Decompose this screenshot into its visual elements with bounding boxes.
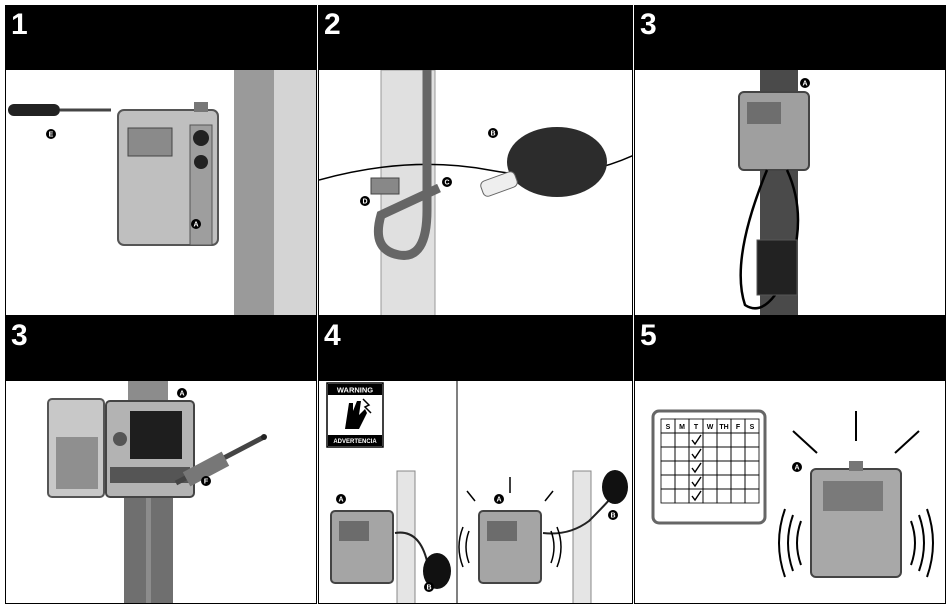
- calendar-day-label: TH: [719, 424, 728, 431]
- step-illustration: E A: [6, 70, 316, 315]
- svg-text:C: C: [444, 180, 449, 187]
- step-header: 1: [6, 6, 316, 70]
- step-panel-2: 2 B C D: [318, 5, 633, 316]
- callout-a: A: [792, 462, 802, 472]
- step-panel-5: 5 S M T W TH F S A: [634, 316, 946, 604]
- warning-title: WARNING: [337, 386, 373, 395]
- svg-text:A: A: [179, 391, 184, 398]
- callout-c: C: [442, 177, 452, 187]
- svg-text:B: B: [490, 131, 495, 138]
- calendar-day-label: M: [679, 424, 685, 431]
- controller-box-alarm: [479, 511, 541, 583]
- callout-b: B: [424, 582, 434, 592]
- svg-text:E: E: [49, 132, 54, 139]
- controller-box: [118, 102, 218, 245]
- svg-text:A: A: [193, 222, 198, 229]
- callout-a: A: [800, 78, 810, 88]
- step-number: 2: [324, 8, 341, 42]
- sensor-icon: [602, 470, 628, 504]
- calendar-day-label: S: [750, 424, 755, 431]
- wall-post: [234, 70, 274, 316]
- svg-text:A: A: [496, 497, 501, 504]
- step-panel-3b: 3 A F: [5, 316, 317, 604]
- step-number: 3: [640, 8, 657, 42]
- step-panel-4: 4 WARNING ADVERTENCIA A B: [318, 316, 633, 604]
- calendar-day-label: W: [707, 424, 714, 431]
- step-header: 3: [635, 6, 945, 70]
- open-box-lid: [48, 399, 104, 497]
- calendar-day-label: S: [666, 424, 671, 431]
- step-number: 3: [11, 319, 28, 353]
- pipe: [573, 471, 591, 604]
- controller-box: [331, 511, 393, 583]
- step-illustration: WARNING ADVERTENCIA A B: [319, 381, 632, 603]
- step-header: 5: [635, 317, 945, 381]
- callout-b: B: [608, 510, 618, 520]
- svg-text:A: A: [794, 465, 799, 472]
- controller-box: [739, 92, 809, 170]
- warning-subtitle: ADVERTENCIA: [333, 439, 377, 445]
- warning-sign: WARNING ADVERTENCIA: [327, 383, 383, 447]
- callout-b: B: [488, 128, 498, 138]
- step-header: 2: [319, 6, 632, 70]
- svg-text:A: A: [338, 497, 343, 504]
- step-number: 5: [640, 319, 657, 353]
- screwdriver-icon: [8, 104, 111, 116]
- svg-text:B: B: [426, 585, 431, 592]
- callout-a: A: [177, 388, 187, 398]
- svg-text:D: D: [362, 199, 367, 206]
- step-header: 4: [319, 317, 632, 381]
- step-header: 3: [6, 317, 316, 381]
- clip: [371, 178, 399, 194]
- callout-a: A: [191, 219, 201, 229]
- pipe: [397, 471, 415, 604]
- step-number: 4: [324, 319, 341, 353]
- step-illustration: A: [635, 70, 945, 315]
- svg-text:B: B: [610, 513, 615, 520]
- callout-a: A: [494, 494, 504, 504]
- callout-a: A: [336, 494, 346, 504]
- callout-e: E: [46, 129, 56, 139]
- svg-text:F: F: [204, 479, 209, 486]
- step-number: 1: [11, 8, 28, 42]
- outlet: [757, 240, 797, 295]
- step-illustration: A F: [6, 381, 316, 603]
- callout-f: F: [201, 476, 211, 486]
- svg-text:A: A: [802, 81, 807, 88]
- controller-box-alarm: [811, 461, 901, 577]
- callout-d: D: [360, 196, 370, 206]
- calendar-icon: S M T W TH F S: [653, 411, 765, 523]
- calendar-day-label: T: [694, 424, 699, 431]
- calendar-day-label: F: [736, 424, 741, 431]
- step-illustration: S M T W TH F S A: [635, 381, 945, 603]
- step-panel-3: 3 A: [634, 5, 946, 316]
- step-illustration: B C D: [319, 70, 632, 315]
- sensor-icon: [479, 127, 607, 198]
- step-panel-1: 1 E A: [5, 5, 317, 316]
